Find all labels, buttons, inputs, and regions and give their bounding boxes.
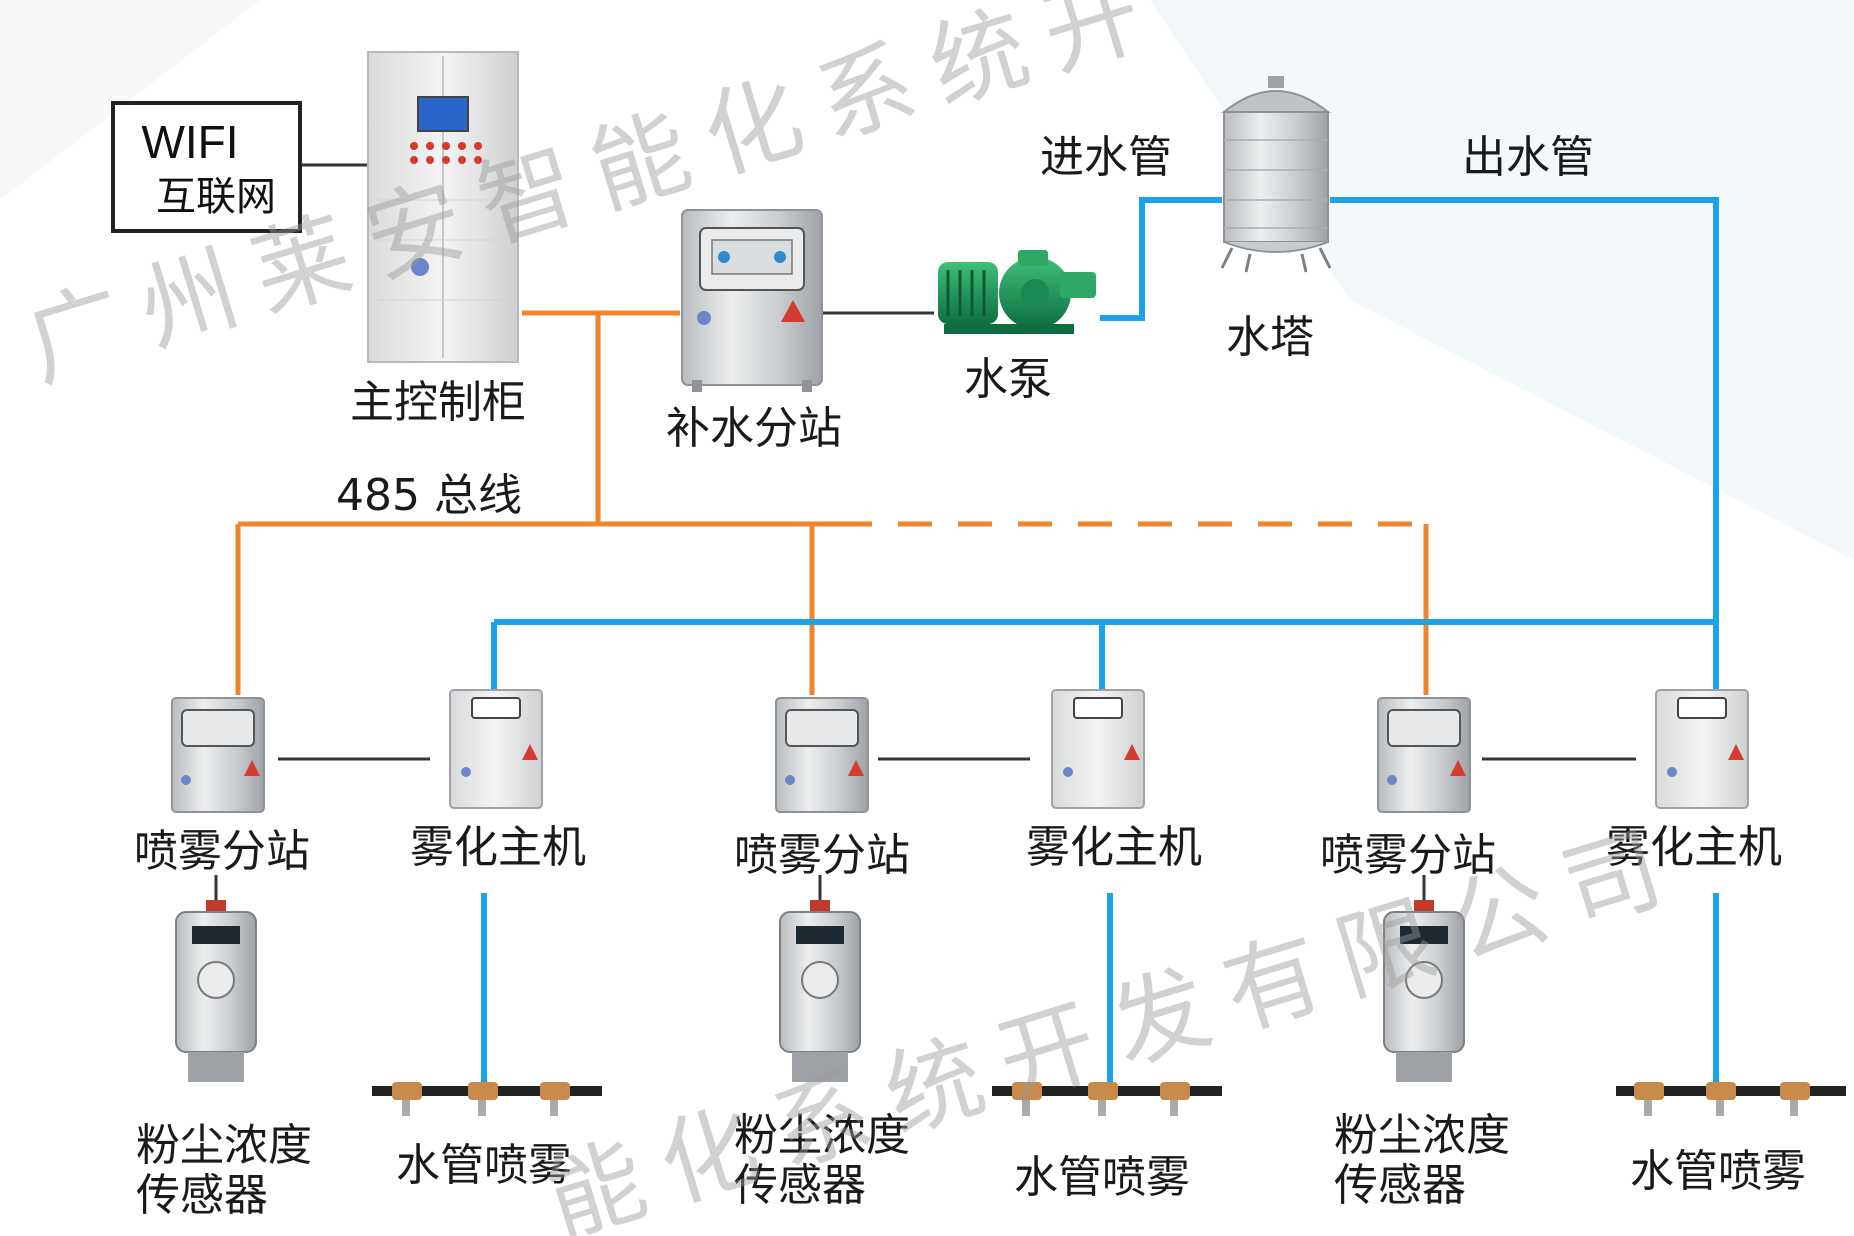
spray-station-device bbox=[171, 697, 265, 813]
main-control-cabinet bbox=[367, 51, 519, 363]
sensor-label-line1: 粉尘浓度 bbox=[136, 1120, 312, 1171]
atomizer-label: 雾化主机 bbox=[410, 822, 586, 873]
nozzle-label: 水管喷雾 bbox=[1630, 1146, 1806, 1197]
nozzle-label: 水管喷雾 bbox=[396, 1140, 572, 1191]
spray-nozzle-pipe bbox=[992, 1082, 1222, 1116]
atomizer-label: 雾化主机 bbox=[1606, 822, 1782, 873]
spray-station-device bbox=[1377, 697, 1471, 813]
nozzle-label: 水管喷雾 bbox=[1014, 1152, 1190, 1203]
cabinet-screen-icon bbox=[417, 96, 469, 132]
spray-station-label: 喷雾分站 bbox=[134, 826, 310, 877]
warning-icon bbox=[781, 300, 805, 322]
spray-nozzle-pipe bbox=[1616, 1082, 1846, 1116]
sensor-label-line2: 传感器 bbox=[734, 1160, 866, 1211]
refill-station-label: 补水分站 bbox=[666, 403, 842, 454]
pump-label: 水泵 bbox=[964, 354, 1052, 405]
wifi-internet-box: WIFI 互联网 bbox=[111, 101, 302, 233]
bus-label: 485 总线 bbox=[336, 470, 522, 521]
main-cabinet-label: 主控制柜 bbox=[350, 377, 526, 428]
atomizer-host-device bbox=[1655, 689, 1749, 809]
dust-sensor-device bbox=[1383, 900, 1465, 1082]
water-tower-icon bbox=[1220, 76, 1332, 273]
cabinet-logo-icon bbox=[411, 258, 429, 276]
refill-station-device bbox=[681, 209, 823, 392]
tower-label: 水塔 bbox=[1226, 312, 1314, 363]
logo-icon bbox=[697, 311, 711, 325]
wifi-label: WIFI bbox=[141, 116, 238, 168]
internet-label: 互联网 bbox=[156, 174, 276, 220]
cabinet-buttons-icon bbox=[410, 142, 482, 164]
atomizer-label: 雾化主机 bbox=[1026, 822, 1202, 873]
dust-sensor-device bbox=[779, 900, 861, 1082]
bus-lines bbox=[235, 310, 1429, 695]
spray-nozzle-pipe bbox=[372, 1082, 602, 1116]
sensor-label-line1: 粉尘浓度 bbox=[734, 1110, 910, 1161]
atomizer-host-device bbox=[449, 689, 543, 809]
spray-station-label: 喷雾分站 bbox=[1320, 830, 1496, 881]
water-pump-icon bbox=[938, 250, 1096, 334]
sensor-label-line2: 传感器 bbox=[136, 1170, 268, 1221]
dust-sensor-device bbox=[175, 900, 257, 1082]
water-pipes bbox=[481, 197, 1719, 1094]
atomizer-host-device bbox=[1051, 689, 1145, 809]
spray-station-label: 喷雾分站 bbox=[734, 830, 910, 881]
outlet-pipe-label: 出水管 bbox=[1462, 132, 1594, 183]
spray-station-device bbox=[775, 697, 869, 813]
inlet-pipe-label: 进水管 bbox=[1040, 132, 1172, 183]
sensor-label-line1: 粉尘浓度 bbox=[1334, 1110, 1510, 1161]
sensor-label-line2: 传感器 bbox=[1334, 1160, 1466, 1211]
